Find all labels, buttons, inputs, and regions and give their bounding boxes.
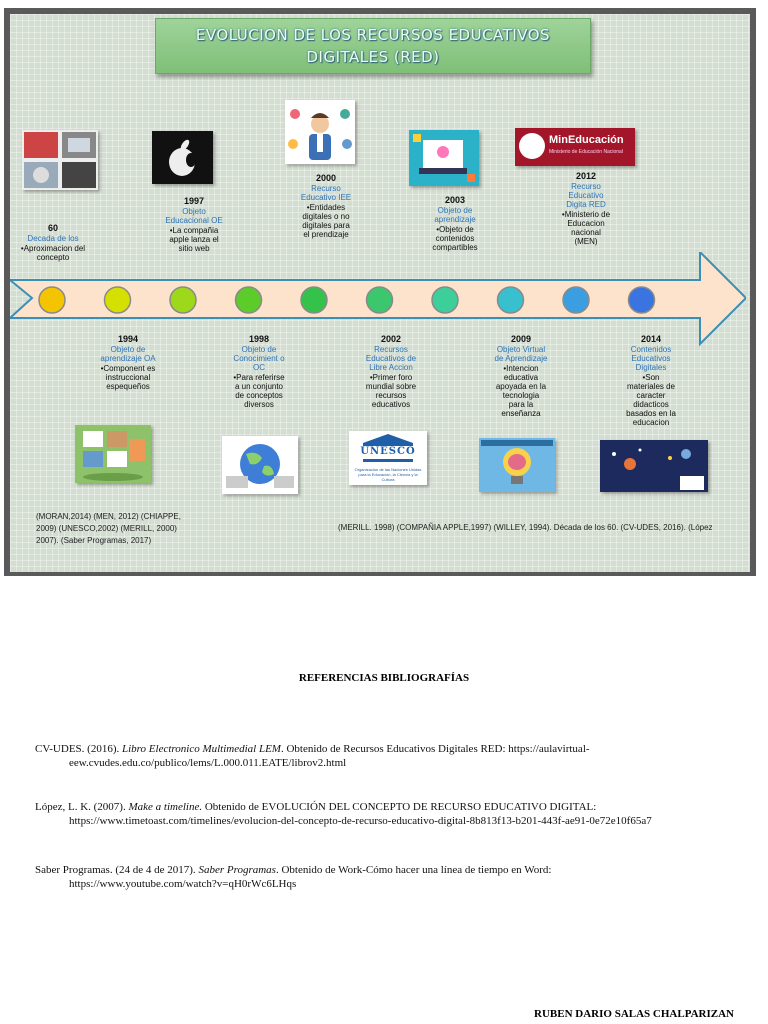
event-year: 60 — [47, 223, 58, 233]
apple-logo-image — [152, 131, 213, 184]
online-learning-image — [409, 130, 479, 186]
apple-icon — [169, 139, 196, 176]
mineducacion-logo: MinEducación Ministerio de Educación Nac… — [515, 128, 635, 166]
event-year: 1994 — [117, 334, 139, 344]
event-name: Objeto Virtual de Aprendizaje — [494, 345, 548, 363]
event-year: 2000 — [315, 173, 337, 183]
learning-objects-image — [75, 425, 151, 483]
event-name: Objeto de aprendizaje — [434, 206, 476, 224]
event-name: Objeto de aprendizaje OA — [100, 345, 156, 363]
author-name: RUBEN DARIO SALAS CHALPARIZAN — [534, 1008, 734, 1020]
title-line-1: EVOLUCION DE LOS RECURSOS EDUCATIVOS — [195, 26, 551, 44]
event-name: Contenidos Educativos Digitales — [630, 345, 672, 372]
event-2009: 2009 Objeto Virtual de Aprendizaje •Inte… — [494, 334, 548, 419]
timeline-arrow — [10, 252, 746, 347]
event-year: 2002 — [380, 334, 402, 344]
citations-right: (MERILL. 1998) (COMPAÑIA APPLE,1997) (WI… — [338, 523, 713, 532]
space-poster-icon — [612, 448, 704, 490]
event-desc: •Primer foro mundial sobre recursos educ… — [365, 373, 417, 409]
timeline-dot — [496, 286, 525, 314]
timeline-dot — [103, 286, 132, 314]
ref-pre: Saber Programas. (24 de 4 de 2017). — [35, 864, 199, 876]
ref-post: Obtenido de EVOLUCIÓN DEL CONCEPTO DE RE… — [202, 801, 597, 813]
event-year: 2012 — [575, 171, 597, 181]
unesco-temple-icon — [363, 434, 413, 462]
timeline-dot — [431, 286, 459, 314]
globe-icon — [226, 444, 294, 488]
event-desc: •Para referirse a un conjunto de concept… — [233, 373, 285, 409]
event-name: Decada de los — [27, 234, 79, 243]
ref-pre: CV-UDES. (2016). — [35, 743, 122, 755]
timeline-dot — [365, 286, 394, 314]
timeline-dot — [234, 286, 263, 314]
event-name: Recurso Educativo Digita RED — [566, 182, 606, 209]
event-desc: •Ministerio de Educacion nacional (MEN) — [561, 210, 611, 246]
event-year: 1997 — [183, 196, 205, 206]
event-desc: •La compañia apple lanza el sitio web — [169, 226, 219, 253]
online-learning-icon — [413, 134, 475, 182]
timeline-dot — [38, 286, 66, 314]
globe-knowledge-image — [222, 436, 298, 494]
ref-post: . Obtenido de Work-Cómo hacer una línea … — [275, 864, 552, 876]
mineducacion-label: MinEducación — [549, 134, 624, 146]
event-1998: 1998 Objeto de Conocimient o OC •Para re… — [232, 334, 286, 410]
timeline-title: EVOLUCION DE LOS RECURSOS EDUCATIVOS DIG… — [155, 18, 591, 74]
event-name: Recurso Educativo IEE — [300, 184, 352, 202]
ref-title: Saber Programas — [198, 864, 276, 876]
citations-left: (MORAN,2014) (MEN, 2012) (CHIAPPE, 2009)… — [36, 512, 181, 545]
ref-pre: López, L. K. (2007). — [35, 801, 129, 813]
timeline-dot — [627, 286, 656, 314]
brain-bulb-icon — [481, 440, 553, 484]
ref-title: Libro Electronico Multimedial LEM — [122, 743, 281, 755]
timeline-dot — [562, 286, 590, 314]
ref-post: . Obtenido de Recursos Educativos Digita… — [280, 743, 590, 755]
unesco-logo: UNESCO Organización de las Naciones Unid… — [349, 431, 427, 485]
event-desc: •Son materiales de caracter didacticos b… — [626, 373, 676, 427]
virtual-brain-image — [479, 438, 555, 492]
reference-item: López, L. K. (2007). Make a timeline. Ob… — [35, 800, 735, 828]
ref-title: Make a timeline. — [128, 801, 203, 813]
event-desc: •Aproximacion del concepto — [20, 244, 86, 262]
mineducacion-sub: Ministerio de Educación Nacional — [549, 149, 623, 155]
learning-objects-icon — [83, 431, 145, 481]
event-desc: •Objeto de contenidos compartibles — [432, 225, 478, 252]
event-name: Objeto de Conocimient o OC — [233, 345, 285, 372]
event-name: Recursos Educativos de Libre Accion — [365, 345, 417, 372]
unesco-sub: Organización de las Naciones Unidas para… — [354, 467, 422, 482]
timeline-dot — [300, 286, 328, 314]
ref-url: eew.cvudes.edu.co/publico/lems/L.000.011… — [69, 757, 347, 769]
event-desc: •Entidades digitales o no digitales para… — [302, 203, 350, 239]
timeline-dot — [169, 286, 197, 314]
event-2000: 2000 Recurso Educativo IEE •Entidades di… — [299, 173, 353, 240]
event-1997: 1997 Objeto Educacional OE •La compañia … — [165, 196, 223, 254]
vintage-technology-image — [22, 130, 98, 190]
event-desc: •Intencion educativa apoyada en la tecno… — [495, 364, 547, 418]
reference-item: Saber Programas. (24 de 4 de 2017). Sabe… — [35, 863, 735, 891]
title-line-2: DIGITALES (RED) — [306, 48, 440, 66]
event-year: 2009 — [510, 334, 532, 344]
event-desc: •Component es instruccional espequeños — [100, 364, 156, 391]
teacher-icon — [288, 109, 352, 160]
teacher-image — [285, 100, 355, 164]
event-name: Objeto Educacional OE — [165, 207, 223, 225]
event-year: 1998 — [248, 334, 270, 344]
event-2014: 2014 Contenidos Educativos Digitales •So… — [624, 334, 678, 428]
event-60: 60 Decada de los •Aproximacion del conce… — [18, 223, 88, 263]
unesco-label: UNESCO — [360, 446, 416, 457]
ref-url: https://www.timetoast.com/timelines/evol… — [69, 815, 652, 827]
ref-url: https://www.youtube.com/watch?v=qH0rWc6L… — [69, 878, 297, 890]
event-year: 2003 — [444, 195, 466, 205]
event-2012: 2012 Recurso Educativo Digita RED •Minis… — [560, 171, 612, 247]
reference-item: CV-UDES. (2016). Libro Electronico Multi… — [35, 742, 735, 770]
vintage-technology-icon — [24, 132, 96, 188]
digital-content-poster — [600, 440, 708, 492]
colombia-shield-icon — [519, 133, 545, 159]
event-2003: 2003 Objeto de aprendizaje •Objeto de co… — [429, 195, 481, 253]
event-1994: 1994 Objeto de aprendizaje OA •Component… — [100, 334, 156, 392]
references-heading: REFERENCIAS BIBLIOGRAFÍAS — [298, 672, 470, 684]
event-2002: 2002 Recursos Educativos de Libre Accion… — [362, 334, 420, 410]
event-year: 2014 — [640, 334, 662, 344]
